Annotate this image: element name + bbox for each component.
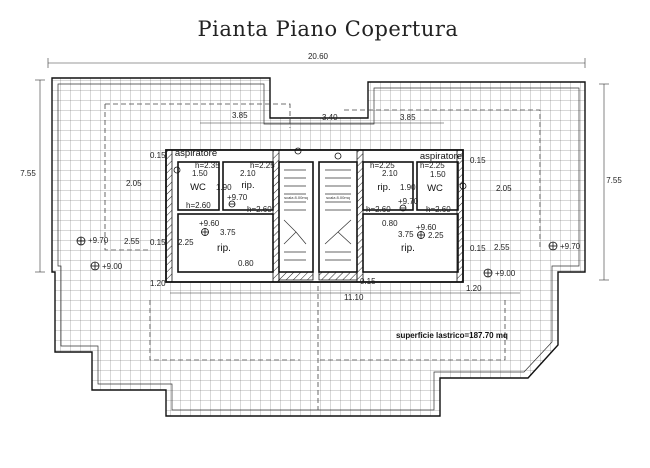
dim-015-d: 0.15 xyxy=(470,244,486,253)
dim-120-right: 1.20 xyxy=(466,284,482,293)
room-label-rip-big-right: rip. xyxy=(401,243,415,254)
wall-hatch-mid-left xyxy=(272,149,280,283)
dim-205-left: 2.05 xyxy=(126,179,142,188)
dim-015-bottom: 0.15 xyxy=(360,277,376,286)
aspiratore-right: aspiratore xyxy=(420,151,462,162)
room-label-rip-small-left: rip. xyxy=(241,180,254,191)
dim-255-right: 2.55 xyxy=(494,243,510,252)
height-right-225-a: h=2.25 xyxy=(370,161,395,170)
room-label-rip-big-left: rip. xyxy=(217,243,231,254)
level-left-900: +9.00 xyxy=(102,262,123,271)
level-marker-right-rip: +9.60 xyxy=(416,223,437,239)
dim-255-left: 2.55 xyxy=(124,237,140,246)
level-marker-left-900: +9.00 xyxy=(90,261,123,271)
dim-015-a: 0.15 xyxy=(150,151,166,160)
dim-015-c: 0.15 xyxy=(150,238,166,247)
wall-hatch-left xyxy=(165,149,173,283)
dim-height-right: 7.55 xyxy=(606,176,622,185)
aspiratore-right-symbol xyxy=(459,182,467,190)
level-marker-right-wc: +9.70 xyxy=(398,197,419,212)
dim-left-080: 0.80 xyxy=(238,259,254,268)
wall-hatch-mid-right xyxy=(356,149,364,283)
height-right-260-c: h=2.60 xyxy=(366,205,391,214)
dim-1110: 11.10 xyxy=(344,293,364,302)
dim-rip-left-210: 2.10 xyxy=(240,169,256,178)
level-marker-left-970: +9.70 xyxy=(76,236,109,246)
dim-wc-left-150: 1.50 xyxy=(192,169,208,178)
dim-right-225: 2.25 xyxy=(428,231,444,240)
level-marker-left-wc: +9.70 xyxy=(227,193,248,208)
room-label-wc-left: WC xyxy=(190,182,206,193)
dim-left-225: 2.25 xyxy=(178,238,194,247)
dim-right-080: 0.80 xyxy=(382,219,398,228)
room-wc-left xyxy=(177,161,220,211)
dim-wc-right-150: 1.50 xyxy=(430,170,446,179)
drain-symbol-left xyxy=(294,147,302,155)
height-right-225-b: h=2.25 xyxy=(420,161,445,170)
room-label-wc-right: WC xyxy=(427,183,443,194)
level-marker-right-970: +9.70 xyxy=(548,241,581,251)
surface-area-note: superficie lastrico=187.70 mq xyxy=(396,331,508,340)
level-marker-left-rip: +9.60 xyxy=(199,219,220,236)
level-right-900: +9.00 xyxy=(495,269,516,278)
dim-340: 3.40 xyxy=(322,113,338,122)
room-label-rip-small-right: rip. xyxy=(377,182,390,193)
dim-120-left: 1.20 xyxy=(150,279,166,288)
level-right-970: +9.70 xyxy=(560,242,581,251)
wall-hatch-right xyxy=(456,149,464,283)
left-height-dimension: 7.55 xyxy=(20,79,45,273)
stair-note-right: scala 8.00mq xyxy=(326,195,350,200)
right-height-dimension: 7.55 xyxy=(599,83,622,281)
dim-left-190: 1.90 xyxy=(216,183,232,192)
height-left-225: h=2.25 xyxy=(250,161,275,170)
drain-symbol-right xyxy=(334,152,342,160)
level-right-wc: +9.70 xyxy=(398,197,419,206)
dim-right-375: 3.75 xyxy=(398,230,414,239)
dim-left-375: 3.75 xyxy=(220,228,236,237)
aspiratore-left: aspiratore xyxy=(175,148,217,159)
total-width-dimension: 20.60 xyxy=(47,52,586,68)
roof-terrace-inner-edge xyxy=(57,83,580,411)
level-left-wc: +9.70 xyxy=(227,193,248,202)
level-left-970: +9.70 xyxy=(88,236,109,245)
dim-right-190: 1.90 xyxy=(400,183,416,192)
plan-title: Pianta Piano Copertura xyxy=(198,17,459,41)
height-left-260-a: h=2.60 xyxy=(186,201,211,210)
height-right-260-d: h=2.60 xyxy=(426,205,451,214)
dim-rip-right-210: 2.10 xyxy=(382,169,398,178)
dim-385-right: 3.85 xyxy=(400,113,416,122)
dim-015-b: 0.15 xyxy=(470,156,486,165)
level-marker-right-900: +9.00 xyxy=(483,268,516,278)
dim-205-right: 2.05 xyxy=(496,184,512,193)
stair-note-left: scala 8.00mq xyxy=(284,195,308,200)
height-left-235: h=2.35 xyxy=(195,161,220,170)
height-left-260-b: h=2.60 xyxy=(247,205,272,214)
dim-total-width: 20.60 xyxy=(308,52,329,61)
dim-height-left: 7.55 xyxy=(20,169,36,178)
level-left-rip: +9.60 xyxy=(199,219,220,228)
dim-385-left: 3.85 xyxy=(232,111,248,120)
aspiratore-left-symbol xyxy=(173,166,181,174)
level-right-rip: +9.60 xyxy=(416,223,437,232)
slope-lines xyxy=(104,103,541,410)
